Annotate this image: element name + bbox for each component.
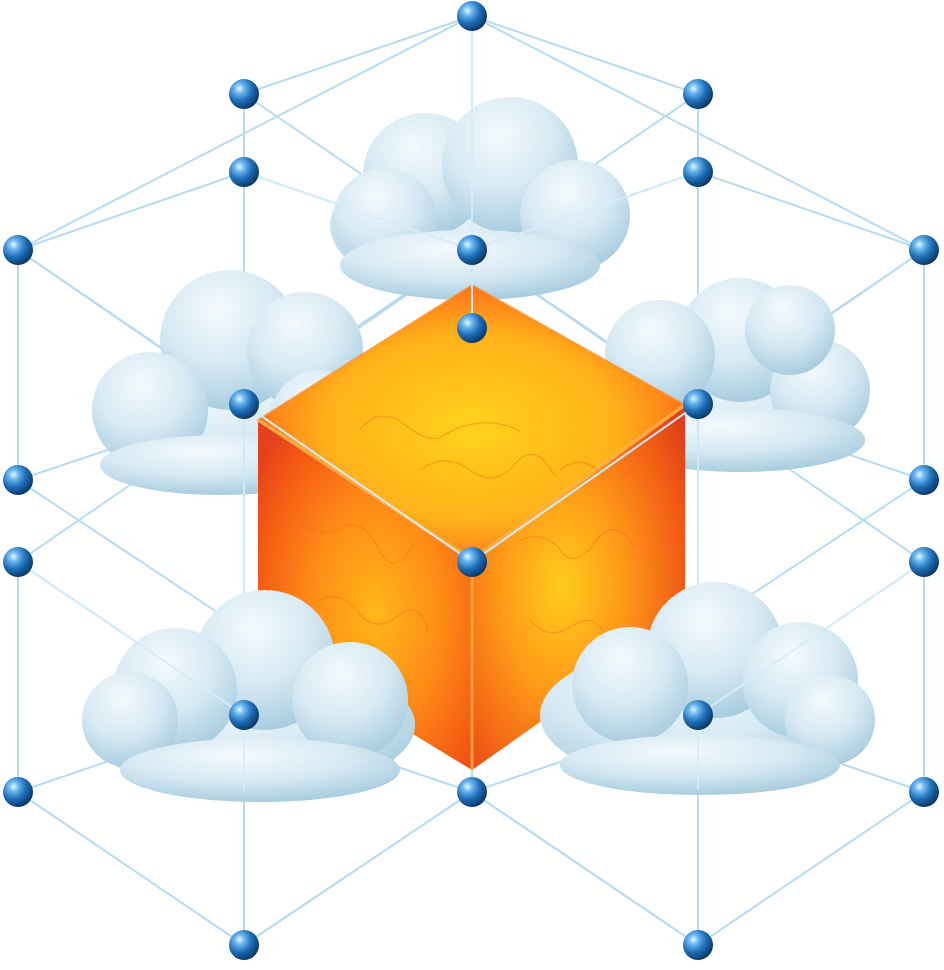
node bbox=[229, 157, 259, 187]
node bbox=[3, 777, 33, 807]
node bbox=[683, 157, 713, 187]
node bbox=[229, 389, 259, 419]
node bbox=[3, 465, 33, 495]
node bbox=[229, 700, 259, 730]
node bbox=[909, 547, 939, 577]
node bbox=[909, 235, 939, 265]
node bbox=[457, 547, 487, 577]
node bbox=[3, 235, 33, 265]
node bbox=[457, 313, 487, 343]
node bbox=[229, 930, 259, 960]
node bbox=[3, 547, 33, 577]
grid-nodes bbox=[3, 1, 939, 960]
node bbox=[457, 777, 487, 807]
node bbox=[909, 465, 939, 495]
node bbox=[683, 79, 713, 109]
node bbox=[457, 235, 487, 265]
orange-cube bbox=[256, 283, 687, 770]
node bbox=[229, 79, 259, 109]
node bbox=[683, 930, 713, 960]
node bbox=[683, 700, 713, 730]
cloud-top bbox=[330, 97, 630, 300]
wire-grid-overlay bbox=[17, 16, 925, 790]
node bbox=[909, 777, 939, 807]
node bbox=[683, 389, 713, 419]
node bbox=[457, 1, 487, 31]
